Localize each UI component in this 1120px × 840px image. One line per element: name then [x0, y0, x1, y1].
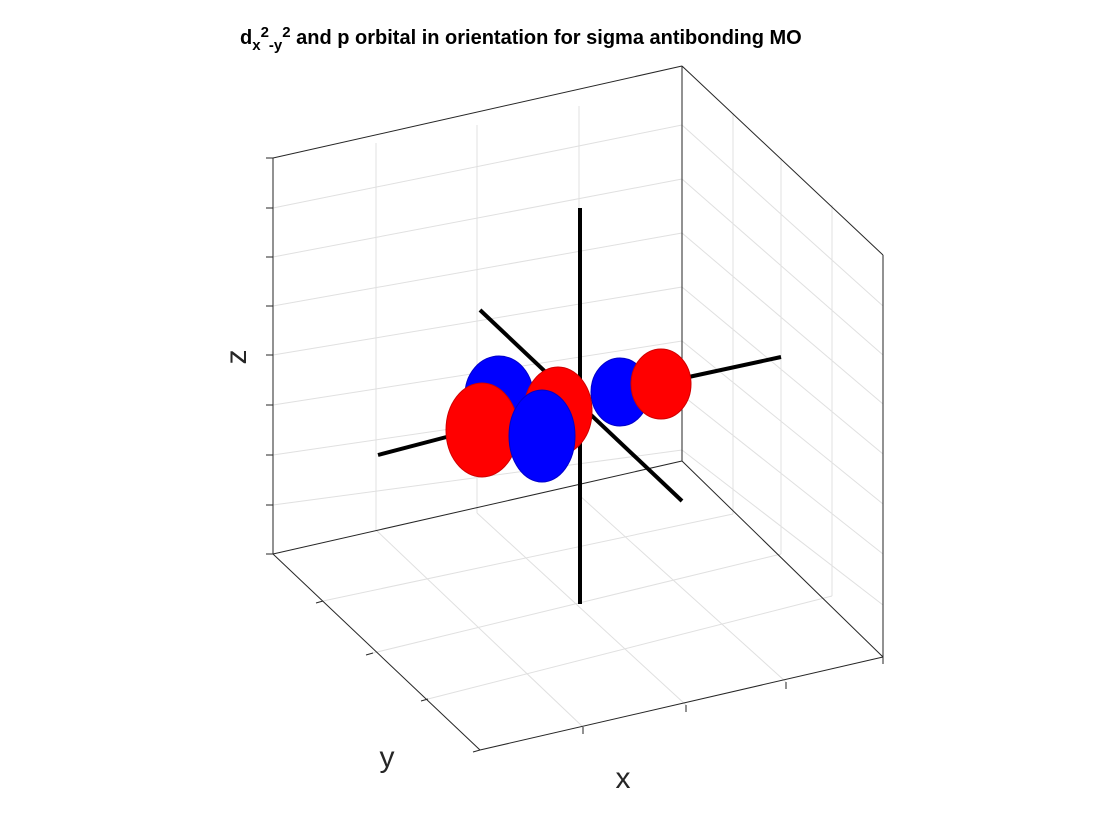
title-sub-dash-y: -y [269, 37, 283, 54]
x-axis-label: x [616, 762, 631, 795]
title-rest: and p orbital in orientation for sigma a… [291, 27, 802, 49]
title-sub-x: x [252, 37, 261, 54]
orbital-lobes [445, 348, 692, 483]
title-d: d [240, 27, 252, 49]
x-axis-line-right [683, 355, 782, 380]
title-sup-2a: 2 [261, 24, 269, 41]
tick-marks [266, 157, 884, 753]
title-sup-2b: 2 [282, 24, 290, 41]
d-orbital-lobe-blue-front [508, 389, 576, 483]
d-orbital-lobe-red-left [445, 382, 519, 478]
x-axis-line-left [377, 432, 459, 457]
grid-lines [272, 106, 884, 728]
p-orbital-lobe-red [630, 348, 692, 420]
y-axis-label: y [380, 741, 395, 774]
z-axis-label: z [220, 350, 253, 365]
figure-title: dx2-y2 and p orbital in orientation for … [240, 24, 802, 54]
